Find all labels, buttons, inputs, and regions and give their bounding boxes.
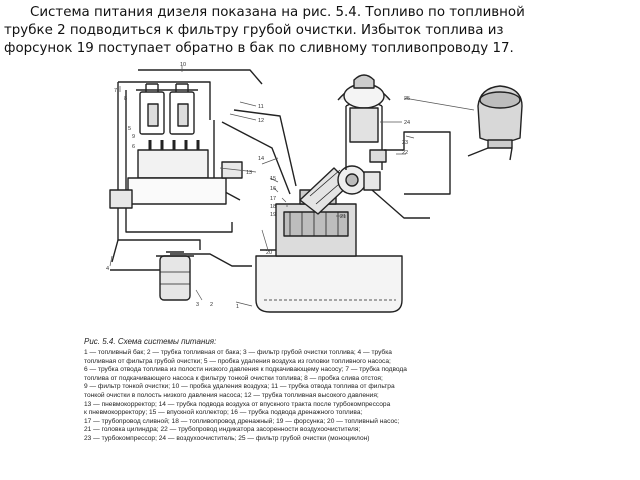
caption-figure-number: Рис. 5.4. bbox=[84, 337, 116, 346]
callout-2: 2 bbox=[210, 302, 213, 308]
callout-3: 3 bbox=[196, 302, 199, 308]
fuel-line bbox=[111, 239, 119, 263]
legend-line: 13 — пневмокорректор; 14 — трубка подвод… bbox=[84, 400, 391, 408]
callout-9: 9 bbox=[132, 134, 135, 140]
callout-14: 14 bbox=[258, 156, 264, 162]
fuel-line bbox=[233, 109, 297, 187]
callout-23: 23 bbox=[402, 140, 408, 146]
callout-12: 12 bbox=[258, 118, 264, 124]
callout-4: 4 bbox=[106, 266, 109, 272]
legend-line: топливная от фильтра грубой очистки; 5 —… bbox=[84, 357, 391, 365]
callout-15: 15 bbox=[270, 176, 276, 182]
fuel-line bbox=[221, 121, 291, 195]
legend-line: 17 — трубопровод сливной; 18 — топливопр… bbox=[84, 417, 400, 425]
callout-1: 1 bbox=[236, 304, 239, 310]
fuel-line bbox=[125, 90, 233, 233]
legend-line: 1 — топливный бак; 2 — трубка топливная … bbox=[84, 349, 392, 356]
legend-line: 23 — турбокомпрессор; 24 — воздухоочисти… bbox=[84, 434, 370, 442]
fuel-line bbox=[118, 81, 211, 120]
legend-line: 21 — головка цилиндра; 22 — трубопровод … bbox=[84, 426, 361, 434]
callout-8: 8 bbox=[124, 96, 127, 102]
intro-paragraph: Система питания дизеля показана на рис. … bbox=[4, 4, 636, 58]
intro-line: форсунок 19 поступает обратно в бак по с… bbox=[4, 41, 514, 56]
callout-18: 18 bbox=[270, 204, 276, 210]
callout-22: 22 bbox=[402, 150, 408, 156]
callout-10: 10 bbox=[180, 62, 186, 68]
callout-13: 13 bbox=[246, 170, 252, 176]
callout-17: 17 bbox=[270, 196, 276, 202]
callout-20: 20 bbox=[266, 250, 272, 256]
callout-21: 21 bbox=[340, 214, 346, 220]
legend-line: 9 — фильтр тонкой очистки; 10 — пробка у… bbox=[84, 383, 395, 391]
coarse-filter bbox=[159, 255, 191, 301]
injection-pump bbox=[137, 149, 209, 179]
callout-5: 5 bbox=[128, 126, 131, 132]
fuel-line bbox=[138, 69, 263, 85]
callout-25: 25 bbox=[404, 96, 410, 102]
callout-6: 6 bbox=[132, 144, 135, 150]
callout-19: 19 bbox=[270, 212, 276, 218]
fuel-line bbox=[170, 253, 252, 267]
legend-line: к пневмокорректору; 15 — впускной коллек… bbox=[84, 409, 363, 417]
intro-line: трубке 2 подводиться к фильтру грубой оч… bbox=[4, 23, 504, 38]
callout-24: 24 bbox=[404, 120, 410, 126]
figure-caption: Рис. 5.4. Схема системы питания: 1 — топ… bbox=[84, 336, 564, 444]
caption-figure-title: Схема системы питания: bbox=[117, 337, 217, 346]
fuel-line-loop bbox=[117, 82, 201, 250]
fuel-tank bbox=[255, 255, 403, 313]
legend-line: топлива от подкачивающего насоса к фильт… bbox=[84, 374, 383, 382]
legend-line: 6 — трубка отвода топлива из полости низ… bbox=[84, 366, 407, 374]
fine-filter bbox=[169, 91, 195, 135]
callout-16: 16 bbox=[270, 186, 276, 192]
intro-line: Система питания дизеля показана на рис. … bbox=[30, 5, 525, 20]
caption-title: Рис. 5.4. Схема системы питания: bbox=[84, 336, 564, 347]
fuel-system-diagram: 10 7 8 11 12 9 5 6 13 14 15 16 17 18 19 … bbox=[106, 62, 523, 313]
callout-7: 7 bbox=[114, 88, 117, 94]
fine-filter bbox=[139, 91, 165, 135]
legend-line: тонкой очистки в полость низкого давлени… bbox=[84, 391, 379, 399]
callout-11: 11 bbox=[258, 104, 264, 110]
